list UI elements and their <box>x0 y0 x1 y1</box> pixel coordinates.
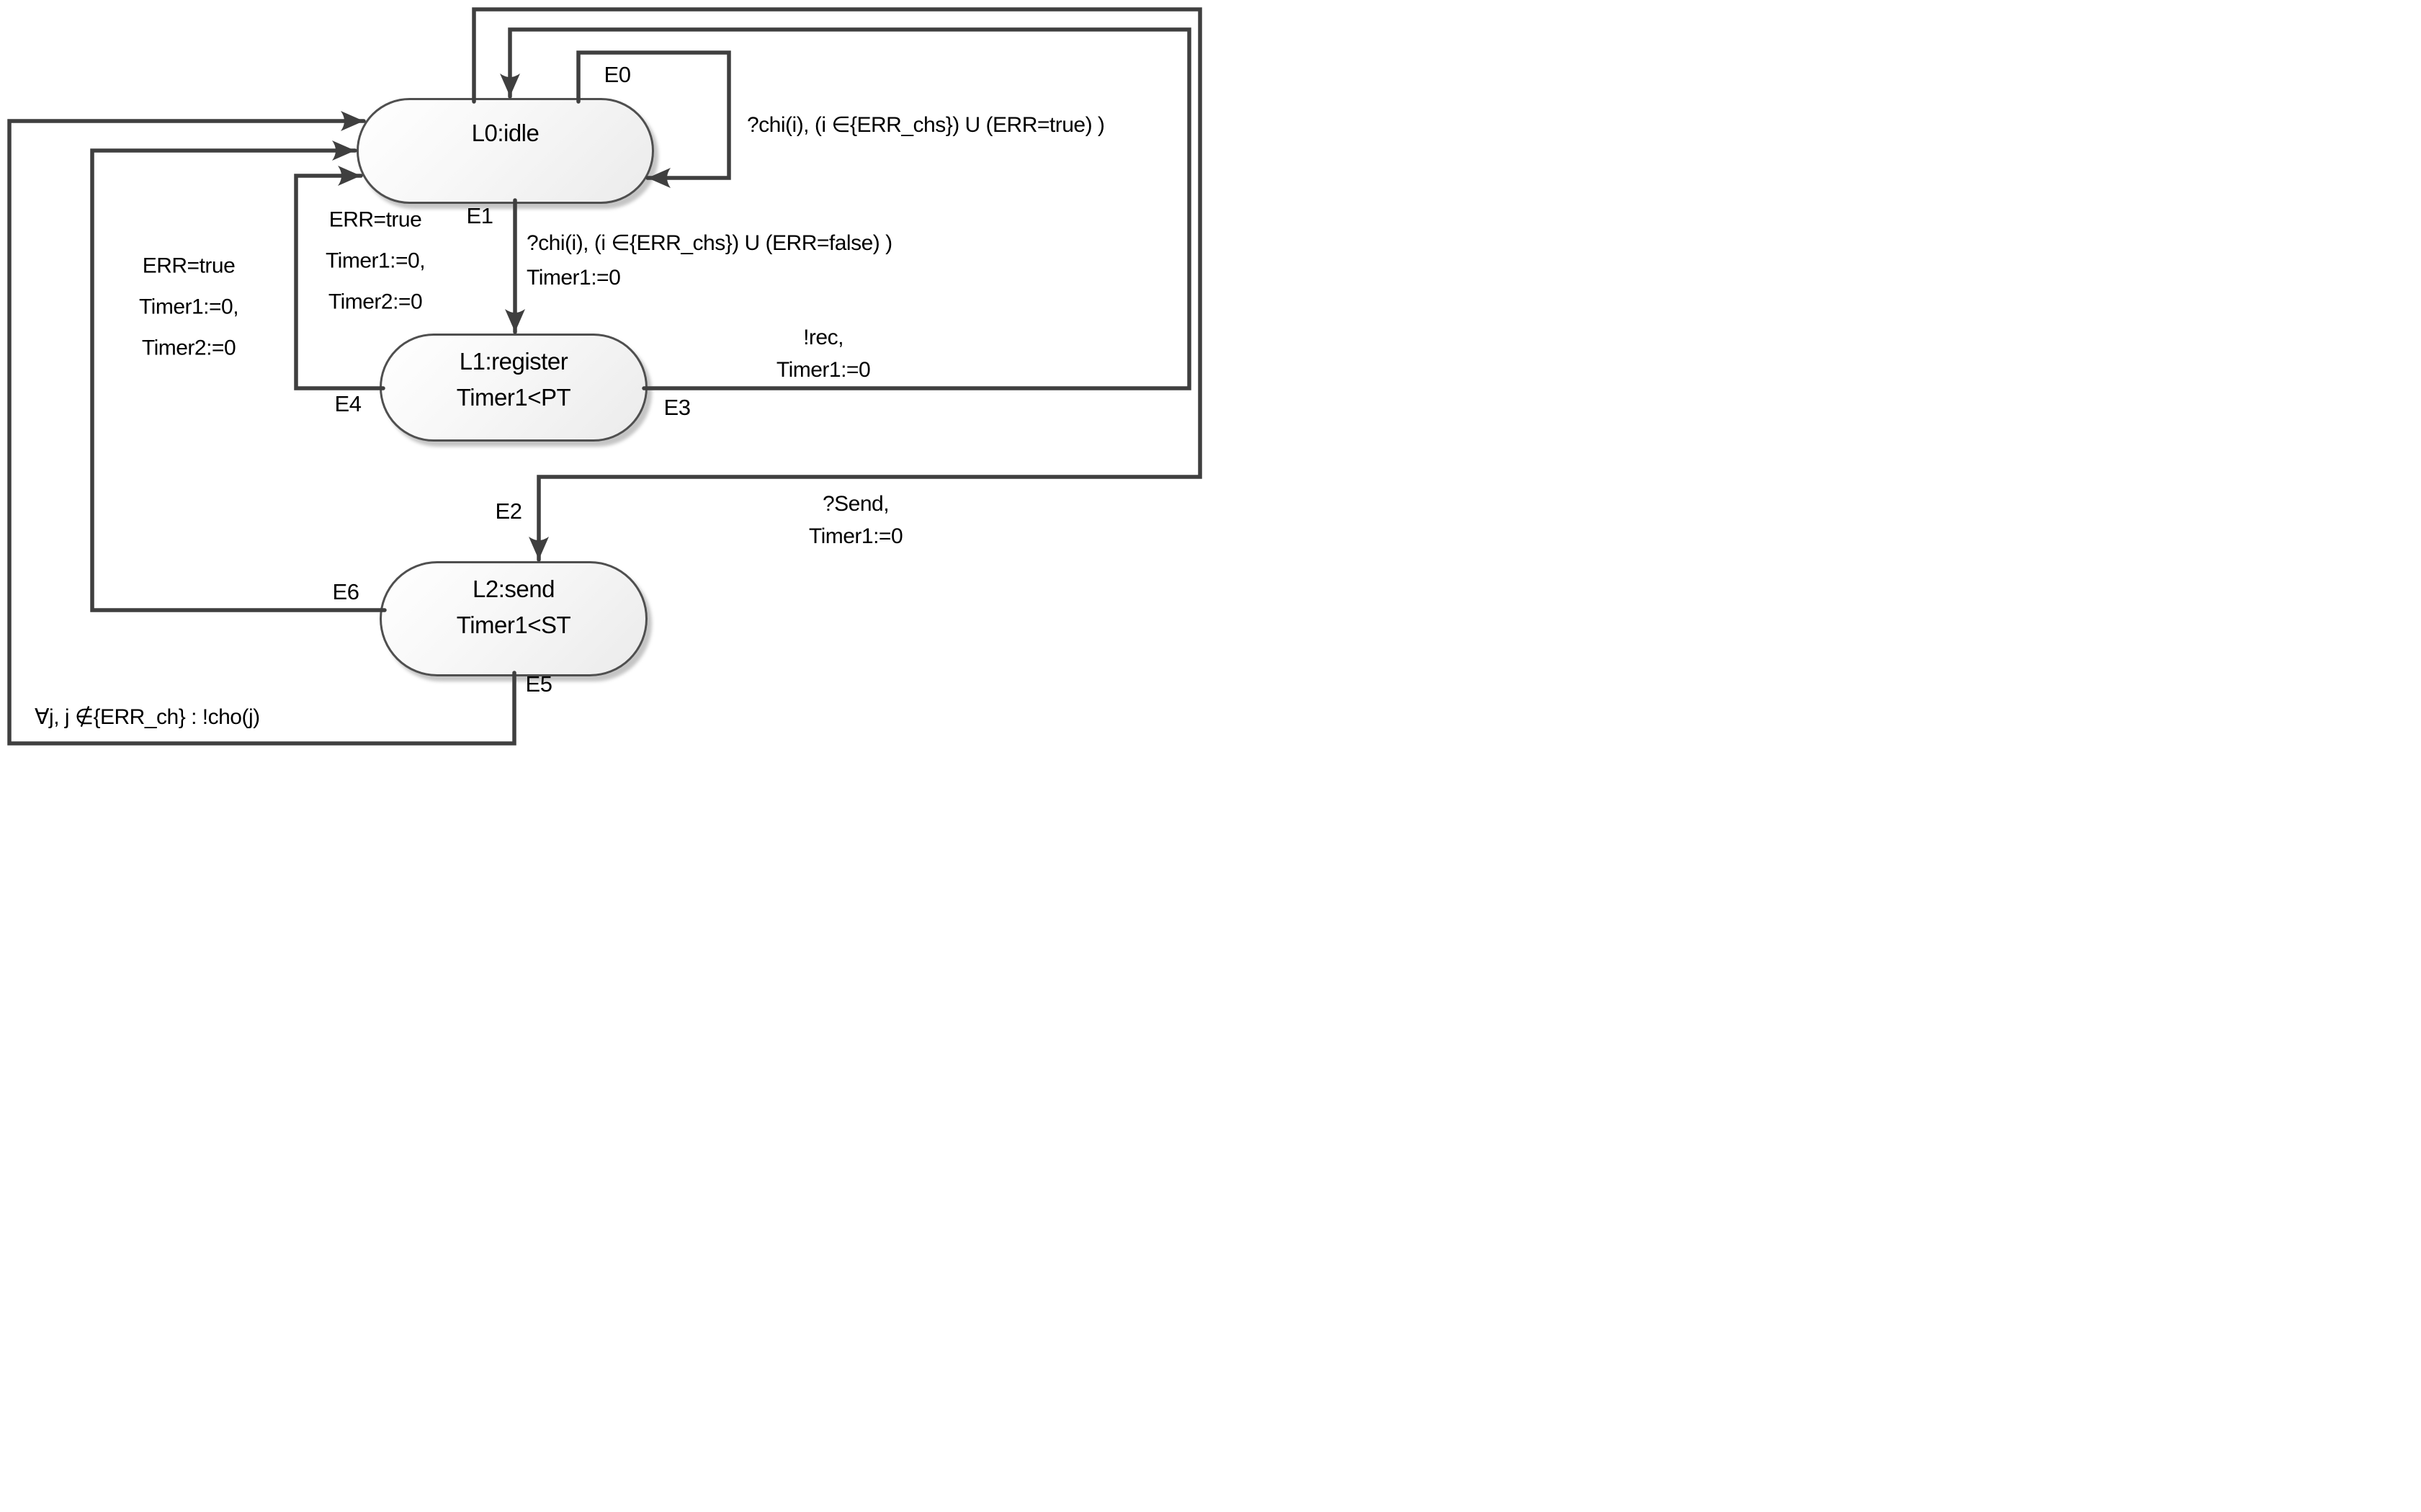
state-l2-label: L2:send Timer1<ST <box>456 576 571 638</box>
edge-e4-name: E4 <box>334 391 362 416</box>
edge-e1-name: E1 <box>466 203 493 228</box>
edge-e5-guard: ∀j, j ∉{ERR_ch} : !cho(j) <box>35 705 260 729</box>
edge-e2-name: E2 <box>495 498 522 524</box>
state-l0-label: L0:idle <box>471 120 540 146</box>
edge-e1-guard: ?chi(i), (i ∈{ERR_chs}) U (ERR=false) ) … <box>527 231 892 290</box>
state-machine-diagram: L0:idle L1:register Timer1<PT L2:send Ti… <box>0 0 1210 756</box>
edge-e3-name: E3 <box>663 395 691 420</box>
edge-e6-name: E6 <box>332 579 359 604</box>
state-l0-idle: L0:idle <box>357 98 654 204</box>
edge-e0-name: E0 <box>604 62 631 87</box>
edge-e3-guard: !rec, Timer1:=0 <box>776 326 871 382</box>
edge-e0-guard: ?chi(i), (i ∈{ERR_chs}) U (ERR=true) ) <box>747 113 1105 137</box>
state-l2-send: L2:send Timer1<ST <box>380 561 648 676</box>
edge-e2-guard: ?Send, Timer1:=0 <box>808 492 903 548</box>
state-l1-label: L1:register Timer1<PT <box>456 348 571 411</box>
edge-e4-guard: ERR=true Timer1:=0, Timer2:=0 <box>325 207 426 314</box>
edge-e6-guard: ERR=true Timer1:=0, Timer2:=0 <box>138 254 239 360</box>
state-l1-register: L1:register Timer1<PT <box>380 334 648 442</box>
edge-e5-name: E5 <box>525 671 552 697</box>
